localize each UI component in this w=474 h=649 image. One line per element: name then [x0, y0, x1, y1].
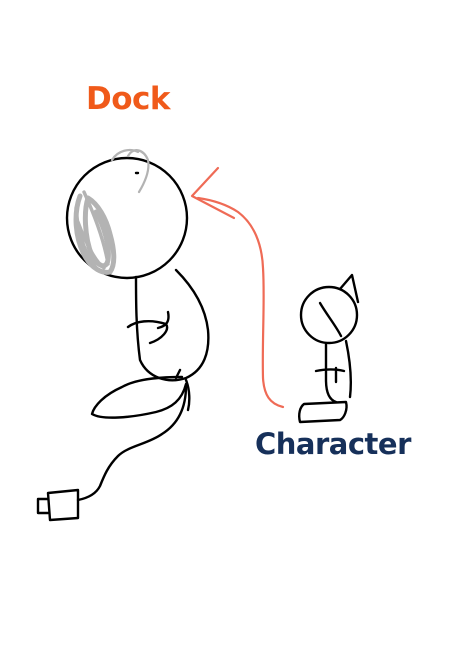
character-head: [299, 285, 359, 345]
character-label: Character: [255, 427, 411, 461]
dock-head: [65, 156, 189, 280]
dock-cable: [76, 384, 188, 502]
character-arm: [314, 366, 346, 384]
character-face-line: [318, 301, 343, 338]
dock-label: Dock: [86, 81, 171, 117]
character-feet: [298, 400, 348, 424]
arrow-dock-to-character: [190, 166, 285, 409]
dock-lower-body: [90, 375, 188, 419]
dock-hair-strokes: [110, 149, 150, 194]
dock-arm: [126, 310, 170, 345]
character-figure: [298, 273, 360, 424]
plug-icon: [36, 488, 80, 522]
character-body: [324, 339, 352, 404]
character-ear: [338, 273, 360, 304]
arrow-path: [196, 196, 285, 409]
dock-torso: [134, 268, 210, 382]
arrowhead-icon: [190, 166, 236, 220]
dock-cable-stub: [174, 368, 191, 412]
dock-figure: [36, 149, 210, 522]
dock-face-scribble: [73, 190, 117, 275]
